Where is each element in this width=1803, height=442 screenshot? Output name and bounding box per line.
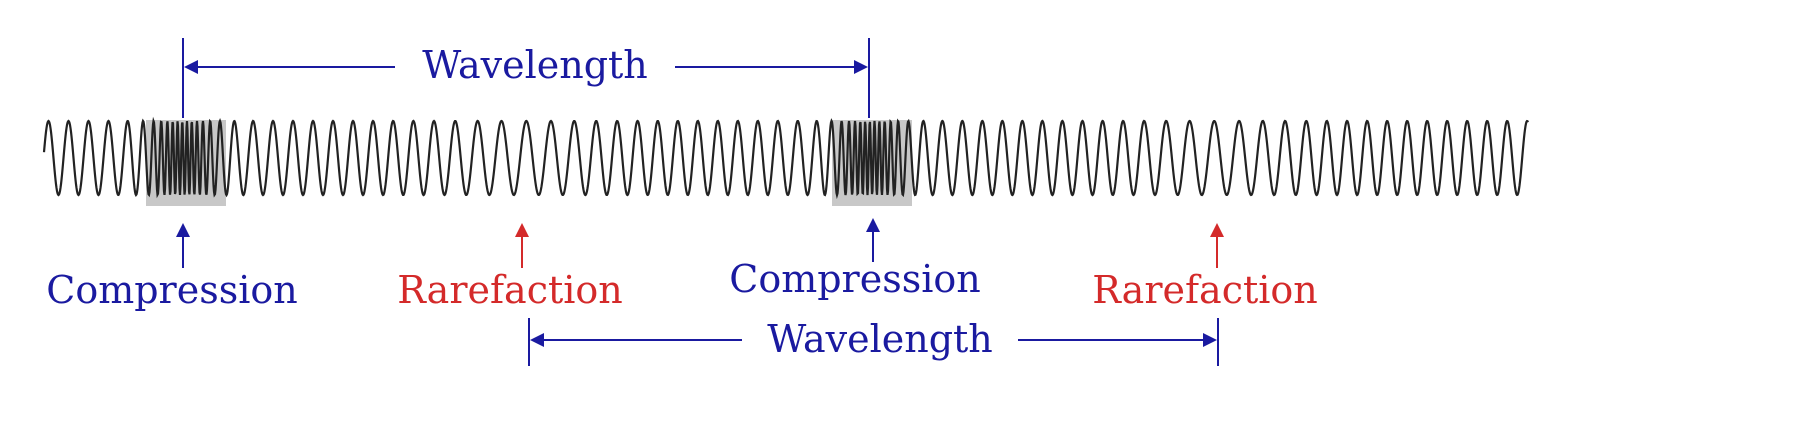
wavelength-top-label: Wavelength	[422, 43, 648, 87]
wavelength-bottom: Wavelength	[528, 317, 1219, 366]
rarefaction-marker-1: Rarefaction	[397, 223, 623, 312]
compression-label: Compression	[729, 257, 980, 301]
compression-label: Compression	[46, 268, 297, 312]
compression-marker-2: Compression	[729, 218, 981, 301]
rarefaction-marker-2: Rarefaction	[1092, 223, 1318, 312]
sound-wave	[42, 116, 1529, 200]
rarefaction-label: Rarefaction	[1092, 268, 1318, 312]
rarefaction-label: Rarefaction	[397, 268, 623, 312]
compression-marker-1: Compression	[46, 223, 298, 312]
wavelength-top: Wavelength	[182, 38, 870, 118]
wavelength-bottom-label: Wavelength	[767, 317, 993, 361]
